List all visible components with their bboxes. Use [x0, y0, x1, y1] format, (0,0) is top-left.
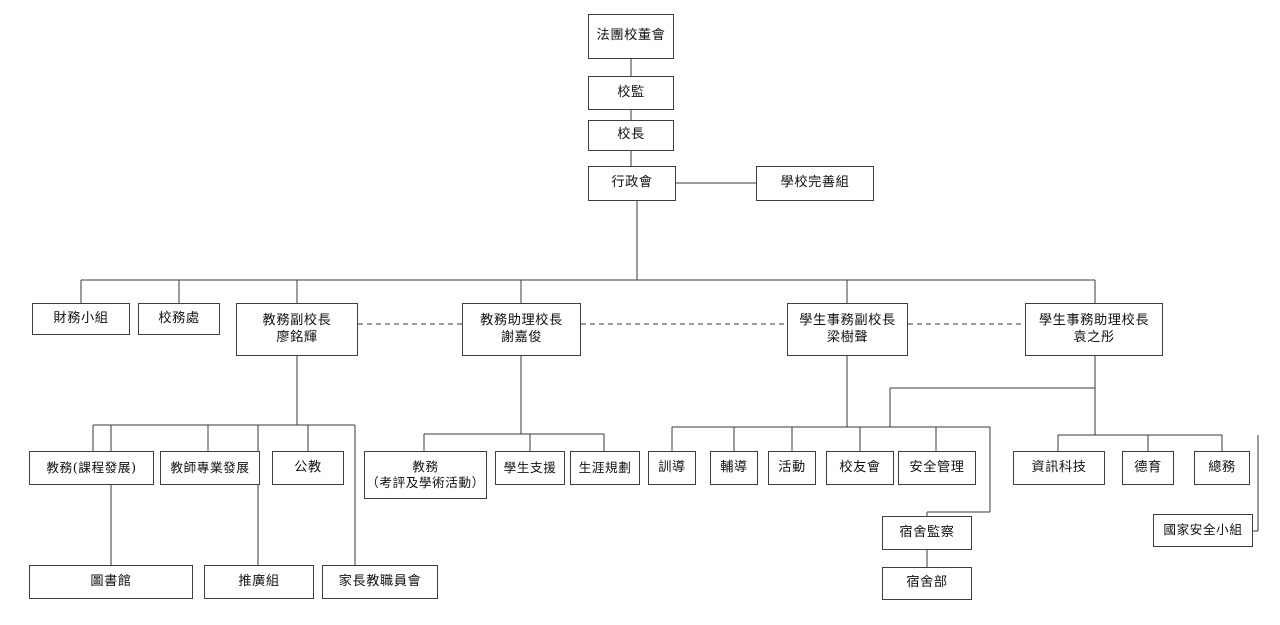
node-assessment-subtitle: （考評及學術活動） — [366, 475, 485, 490]
node-vp-student[interactable]: 學生事務副校長 梁樹聲 — [787, 303, 908, 356]
node-ap-student[interactable]: 學生事務助理校長 袁之彤 — [1025, 303, 1163, 356]
node-moral-edu-label: 德育 — [1134, 459, 1162, 475]
node-vp-academic-title: 教務副校長 — [262, 312, 332, 328]
node-civic-edu[interactable]: 公教 — [272, 451, 344, 485]
node-dorm-supervision[interactable]: 宿舍監察 — [882, 516, 972, 550]
node-alumni-label: 校友會 — [839, 459, 881, 475]
node-civic-edu-label: 公教 — [294, 459, 322, 475]
node-ap-academic-title: 教務助理校長 — [480, 312, 563, 328]
node-vp-student-title: 學生事務副校長 — [799, 312, 896, 328]
node-activities[interactable]: 活動 — [768, 451, 816, 485]
node-admin-council-label: 行政會 — [611, 175, 653, 191]
node-ap-academic-name: 謝嘉俊 — [500, 329, 543, 345]
node-general-affairs[interactable]: 總務 — [1194, 451, 1250, 485]
node-finance-team[interactable]: 財務小組 — [32, 303, 130, 335]
node-career-planning-label: 生涯規劃 — [578, 459, 632, 475]
node-vp-student-name: 梁樹聲 — [826, 329, 869, 345]
node-curriculum-label: 教務(課程發展) — [46, 459, 137, 475]
node-moral-edu[interactable]: 德育 — [1122, 451, 1174, 485]
node-board[interactable]: 法團校董會 — [588, 14, 674, 59]
node-finance-team-label: 財務小組 — [53, 310, 109, 326]
node-curriculum[interactable]: 教務(課程發展) — [29, 451, 154, 485]
node-supervisor[interactable]: 校監 — [588, 76, 674, 110]
node-promotion-label: 推廣組 — [238, 573, 280, 589]
node-promotion[interactable]: 推廣組 — [204, 565, 314, 599]
node-admin-council[interactable]: 行政會 — [588, 166, 676, 201]
node-national-security-label: 國家安全小組 — [1163, 522, 1243, 538]
node-library[interactable]: 圖書館 — [29, 565, 193, 599]
node-activities-label: 活動 — [778, 459, 806, 475]
node-library-label: 圖書館 — [90, 573, 132, 589]
node-principal[interactable]: 校長 — [588, 120, 674, 151]
node-supervisor-label: 校監 — [617, 84, 645, 100]
node-safety-mgmt[interactable]: 安全管理 — [898, 451, 976, 485]
node-it[interactable]: 資訊科技 — [1013, 451, 1105, 485]
node-career-planning[interactable]: 生涯規劃 — [570, 451, 640, 485]
node-student-support[interactable]: 學生支援 — [495, 451, 565, 485]
node-vp-academic[interactable]: 教務副校長 廖銘輝 — [236, 303, 358, 356]
node-vp-academic-name: 廖銘輝 — [276, 329, 318, 345]
node-assessment[interactable]: 教務 （考評及學術活動） — [364, 451, 487, 499]
node-teacher-dev-label: 教師專業發展 — [170, 459, 250, 475]
node-teacher-dev[interactable]: 教師專業發展 — [160, 451, 260, 485]
node-principal-label: 校長 — [617, 127, 645, 143]
node-assessment-title: 教務 — [412, 458, 439, 474]
node-dorm-dept-label: 宿舍部 — [906, 575, 948, 591]
node-ap-student-name: 袁之彤 — [1073, 329, 1115, 345]
node-ap-student-title: 學生事務助理校長 — [1038, 312, 1150, 328]
node-national-security[interactable]: 國家安全小組 — [1153, 514, 1253, 547]
node-guidance-label: 輔導 — [720, 459, 748, 475]
node-board-label: 法團校董會 — [596, 28, 666, 44]
node-discipline[interactable]: 訓導 — [648, 451, 696, 485]
node-school-improvement-label: 學校完善組 — [780, 175, 850, 191]
node-discipline-label: 訓導 — [658, 459, 686, 475]
node-safety-mgmt-label: 安全管理 — [909, 459, 965, 475]
node-student-support-label: 學生支援 — [503, 459, 557, 475]
node-school-improvement[interactable]: 學校完善組 — [756, 166, 874, 201]
node-school-office[interactable]: 校務處 — [138, 303, 220, 335]
node-dorm-supervision-label: 宿舍監察 — [899, 524, 955, 540]
node-it-label: 資訊科技 — [1031, 459, 1087, 475]
node-pta[interactable]: 家長教職員會 — [322, 565, 438, 599]
node-alumni[interactable]: 校友會 — [826, 451, 894, 485]
node-general-affairs-label: 總務 — [1208, 459, 1236, 475]
node-school-office-label: 校務處 — [158, 310, 200, 326]
node-ap-academic[interactable]: 教務助理校長 謝嘉俊 — [462, 303, 581, 356]
node-dorm-dept[interactable]: 宿舍部 — [882, 567, 972, 600]
node-guidance[interactable]: 輔導 — [710, 451, 758, 485]
node-pta-label: 家長教職員會 — [338, 573, 422, 589]
